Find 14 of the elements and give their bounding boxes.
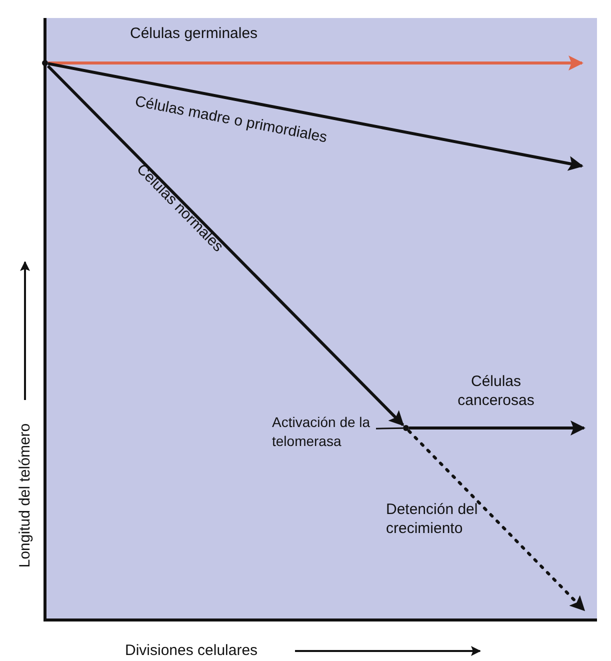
arrow: [407, 430, 586, 612]
leader-line: [376, 427, 404, 430]
axis-label: Divisiones celulares: [125, 641, 258, 660]
branch-point: [42, 60, 48, 66]
arrow: [48, 56, 584, 70]
arrow: [409, 420, 586, 436]
arrow: [48, 62, 584, 171]
edge-label: Células germinales: [130, 24, 258, 43]
axis-label: Longitud del telómero: [16, 422, 35, 568]
edge-label: Células cancerosas: [456, 372, 536, 410]
edge-label: Células madre o primordiales: [133, 92, 329, 148]
arrow: [46, 64, 404, 426]
edge-label: Detención del crecimiento: [386, 500, 479, 538]
annotation-text: Activación de la telomerasa: [272, 413, 376, 451]
